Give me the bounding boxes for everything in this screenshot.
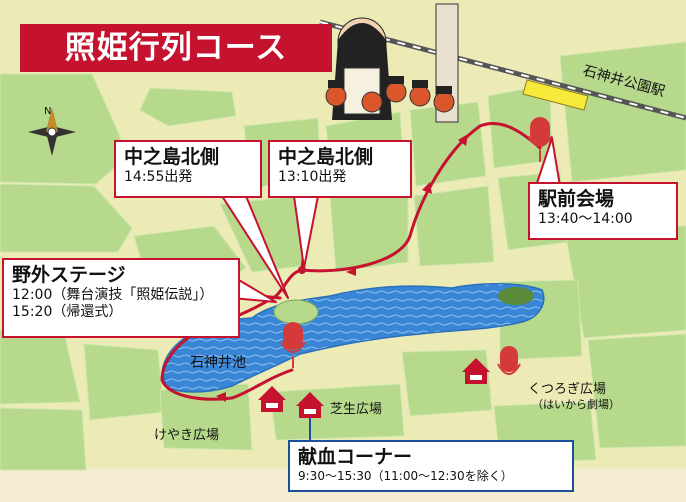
label-outdoor-stage: 野外ステージ 12:00（舞台演技「照姫伝説」） 15:20（帰還式） [2,258,240,338]
building-icon [296,392,324,418]
building-icon [258,386,286,412]
parade-illustration [325,3,459,123]
label-time: 14:55出発 [124,168,193,185]
compass-north-label: N [44,106,51,117]
label-nakanoshima-north-1455: 中之島北側 14:55出発 [114,140,262,198]
label-time: 13:10出発 [278,168,347,185]
kutsurogi-plaza-label: くつろぎ広場 [528,382,607,397]
station-platform [522,79,589,111]
pond-label: 石神井池 [190,355,246,371]
label-blood-donation: 献血コーナー 9:30〜15:30（11:00〜12:30を除く） [288,440,574,492]
label-name: 駅前会場 [538,188,615,210]
map-title: 照姫行列コース [20,24,332,72]
shibafu-plaza-label: 芝生広場 [330,402,383,417]
label-name: 野外ステージ [12,264,126,286]
label-name: 中之島北側 [124,146,220,168]
label-line1: 12:00（舞台演技「照姫伝説」） [12,286,214,303]
microphone-icon [527,117,553,162]
compass-icon: N [28,106,76,156]
label-station-venue: 駅前会場 13:40〜14:00 [528,182,678,240]
label-time: 13:40〜14:00 [538,210,633,227]
kutsurogi-sub-label: （はいから劇場） [532,398,620,411]
microphone-icon [497,346,521,375]
label-pointers [221,137,561,303]
label-time: 9:30〜15:30（11:00〜12:30を除く） [298,468,513,483]
label-nakanoshima-north-1310: 中之島北側 13:10出発 [268,140,412,198]
building-icon [462,358,490,384]
nakanoshima-island [273,299,319,325]
boat-house [498,287,534,305]
keyaki-plaza-label: けやき広場 [154,428,220,443]
label-line2: 15:20（帰還式） [12,303,123,320]
label-name: 献血コーナー [298,446,413,468]
microphone-icon [280,322,306,368]
label-name: 中之島北側 [278,146,374,168]
